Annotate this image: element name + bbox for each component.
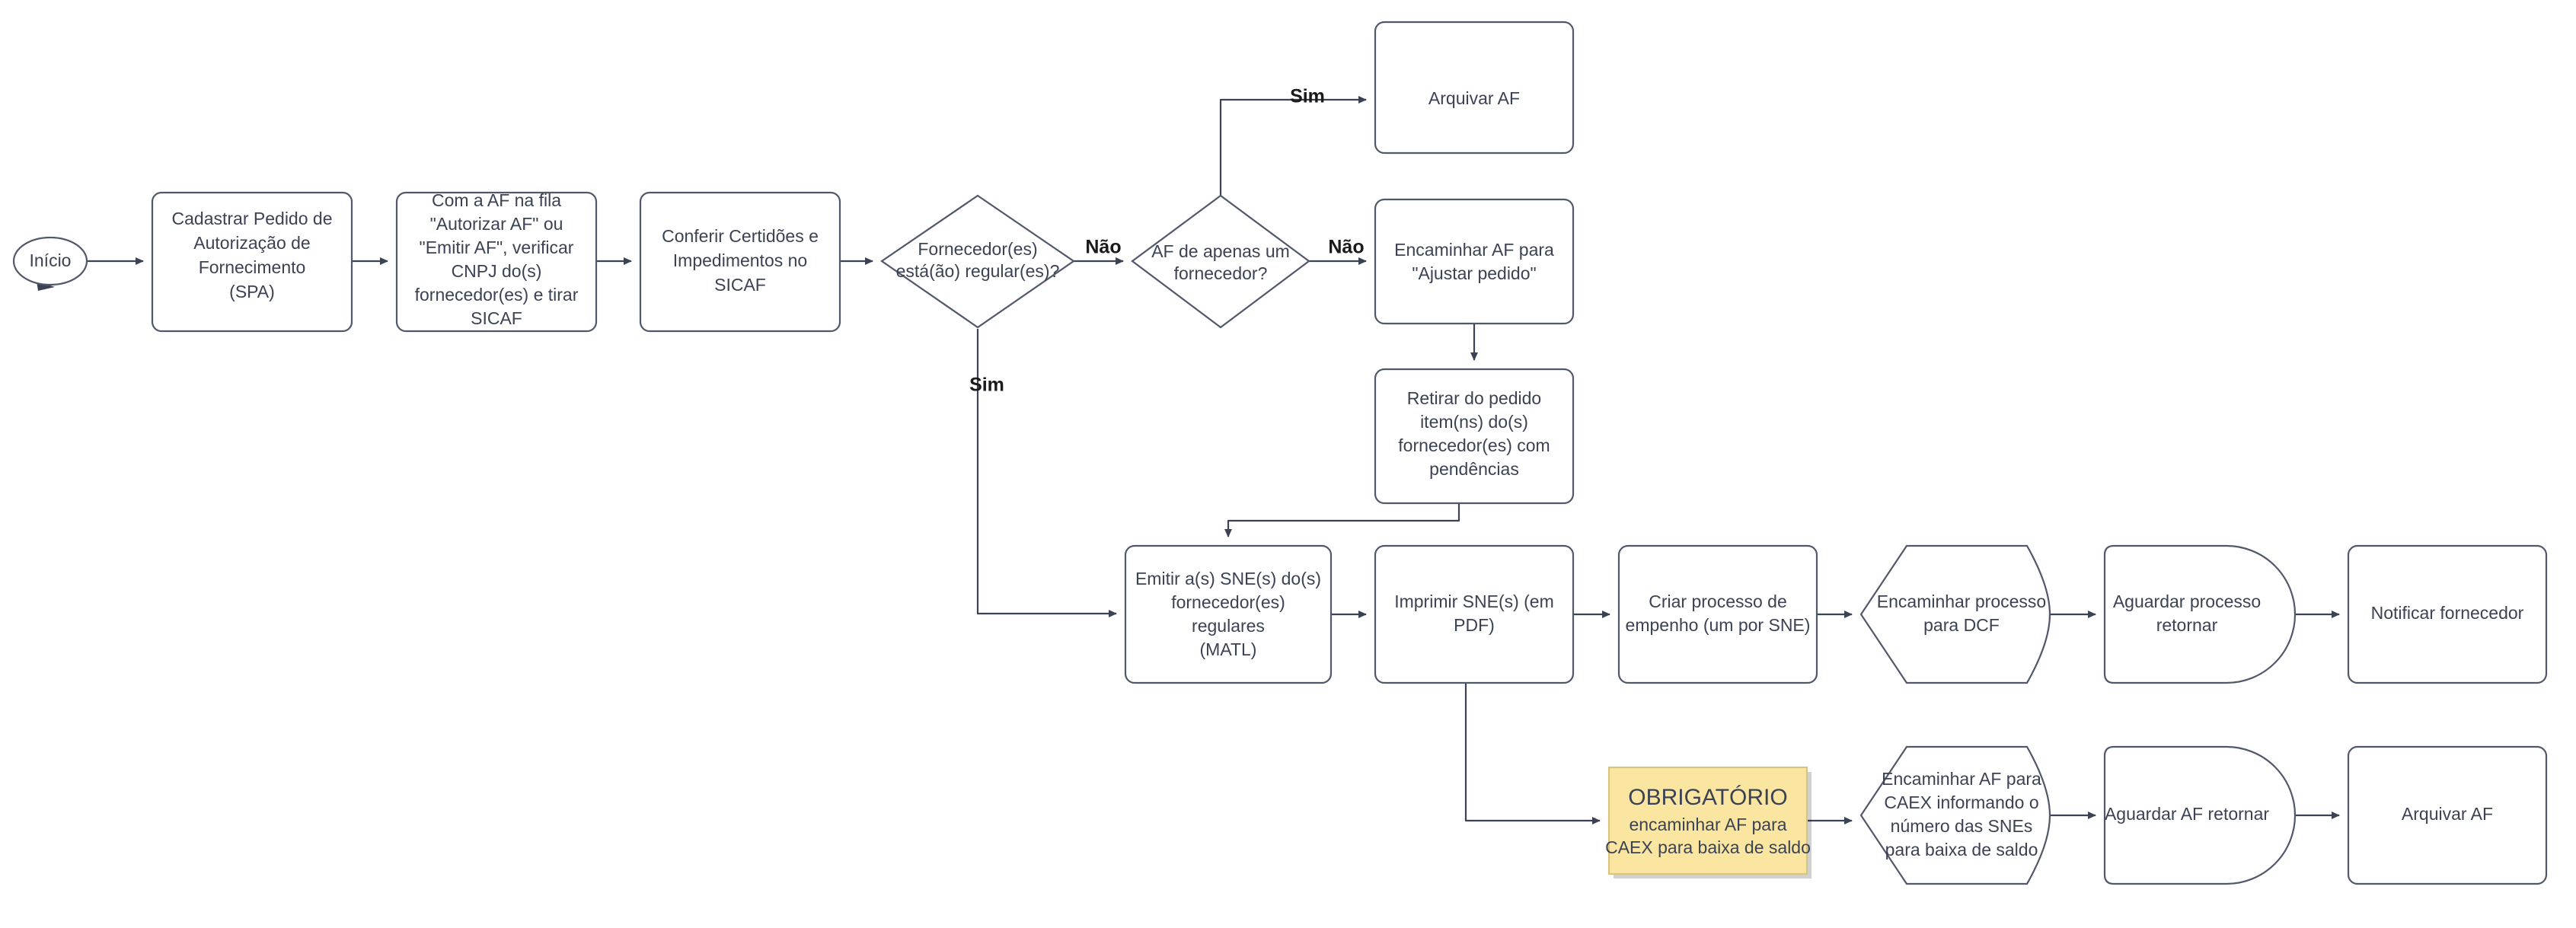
encaminhar-dcf-line-1: Encaminhar processo xyxy=(1877,592,2046,611)
node-notificar-fornecedor[interactable]: Notificar fornecedor xyxy=(2347,544,2548,684)
node-com-af-na-fila[interactable]: Com a AF na fila "Autorizar AF" ou "Emit… xyxy=(395,190,598,333)
edges-layer xyxy=(37,96,2340,824)
af-um-fornecedor-line-2: fornecedor? xyxy=(1174,263,1268,283)
aguardar-af-retornar-shape xyxy=(2103,745,2297,885)
node-arquivar-af-topo[interactable]: Arquivar AF xyxy=(1374,21,1575,155)
arquivar-af-topo-shape xyxy=(1374,21,1575,155)
encaminhar-caex-line-4: para baixa de saldo xyxy=(1885,840,2038,859)
obrigatorio-caex-shape xyxy=(1607,766,1808,875)
retirar-do-pedido-line-3: fornecedor(es) com xyxy=(1398,435,1550,455)
cadastrar-pedido-line-1: Cadastrar Pedido de xyxy=(172,209,333,228)
obrigatorio-caex-line-3: CAEX para baixa de saldo xyxy=(1605,837,1811,857)
com-af-na-fila-line-5: fornecedor(es) e tirar xyxy=(415,285,579,305)
retirar-do-pedido-shape xyxy=(1374,368,1575,505)
cadastrar-pedido-line-2: Autorização de xyxy=(193,233,310,253)
criar-processo-empenho-shape xyxy=(1617,544,1818,684)
com-af-na-fila-line-3: "Emitir AF", verificar xyxy=(420,238,574,257)
node-arquivar-af-base[interactable]: Arquivar AF xyxy=(2347,745,2548,885)
encaminhar-caex-line-3: número das SNEs xyxy=(1891,816,2033,836)
conferir-certidoes-shape xyxy=(639,191,841,333)
encaminhar-caex-shape xyxy=(1859,745,2051,885)
encaminhar-ajustar-pedido-line-2: "Ajustar pedido" xyxy=(1412,263,1536,283)
af-um-fornecedor-line-1: AF de apenas um xyxy=(1151,241,1290,261)
notificar-fornecedor-shape xyxy=(2347,544,2548,684)
criar-processo-empenho-line-2: empenho (um por SNE) xyxy=(1626,615,1811,635)
aguardar-processo-retornar-line-1: Aguardar processo xyxy=(2113,592,2261,611)
af-um-fornecedor-shape xyxy=(1131,194,1310,329)
encaminhar-caex-line-1: Encaminhar AF para xyxy=(1882,769,2041,789)
node-encaminhar-ajustar-pedido[interactable]: Encaminhar AF para "Ajustar pedido" xyxy=(1374,198,1575,325)
encaminhar-caex-line-2: CAEX informando o xyxy=(1884,792,2038,812)
node-inicio[interactable]: Início xyxy=(12,236,88,286)
fornecedor-regular-shape xyxy=(880,194,1075,329)
encaminhar-ajustar-pedido-line-1: Encaminhar AF para xyxy=(1394,240,1554,260)
retirar-do-pedido-line-1: Retirar do pedido xyxy=(1407,388,1541,408)
node-criar-processo-empenho[interactable]: Criar processo de empenho (um por SNE) xyxy=(1617,544,1818,684)
retirar-do-pedido-line-4: pendências xyxy=(1429,459,1519,479)
node-cadastrar-pedido[interactable]: Cadastrar Pedido de Autorização de Forne… xyxy=(151,191,353,333)
node-aguardar-processo-retornar[interactable]: Aguardar processo retornar xyxy=(2103,544,2297,684)
node-af-um-fornecedor[interactable]: AF de apenas um fornecedor? xyxy=(1131,194,1310,329)
obrigatorio-caex-line-2: encaminhar AF para xyxy=(1629,815,1786,834)
emitir-sne-line-4: (MATL) xyxy=(1200,639,1257,659)
cadastrar-pedido-line-3: Fornecimento xyxy=(199,257,306,277)
com-af-na-fila-line-4: CNPJ do(s) xyxy=(452,261,542,281)
encaminhar-dcf-shape xyxy=(1859,544,2051,684)
imprimir-sne-shape xyxy=(1374,544,1575,684)
arquivar-af-base-label: Arquivar AF xyxy=(2402,804,2493,824)
node-encaminhar-caex[interactable]: Encaminhar AF para CAEX informando o núm… xyxy=(1859,745,2051,885)
edge-imprimir-to-obrigatorio xyxy=(1464,683,1601,824)
cadastrar-pedido-shape xyxy=(151,191,353,333)
edge-label-sim-1: Sim xyxy=(969,375,1004,396)
node-fornecedor-regular[interactable]: Fornecedor(es) está(ão) regular(es)? xyxy=(880,194,1075,329)
notificar-fornecedor-label: Notificar fornecedor xyxy=(2371,603,2524,623)
node-aguardar-af-retornar[interactable]: Aguardar AF retornar xyxy=(2103,745,2297,885)
conferir-certidoes-line-1: Conferir Certidões e xyxy=(662,226,819,246)
com-af-na-fila-line-2: "Autorizar AF" ou xyxy=(430,214,563,234)
inicio-shape xyxy=(12,236,88,286)
encaminhar-dcf-line-2: para DCF xyxy=(1923,615,2000,635)
emitir-sne-line-1: Emitir a(s) SNE(s) do(s) xyxy=(1135,569,1321,588)
criar-processo-empenho-line-1: Criar processo de xyxy=(1649,592,1787,611)
edge-label-nao-2: Não xyxy=(1328,237,1364,258)
edge-decisao1-sim-emitir xyxy=(976,329,1117,617)
aguardar-af-retornar-label: Aguardar AF retornar xyxy=(2105,804,2269,824)
aguardar-processo-retornar-shape xyxy=(2103,544,2297,684)
edge-label-sim-2: Sim xyxy=(1290,86,1325,107)
com-af-na-fila-shape xyxy=(395,191,598,333)
arquivar-af-topo-label: Arquivar AF xyxy=(1428,88,1520,108)
imprimir-sne-line-1: Imprimir SNE(s) (em xyxy=(1394,592,1554,611)
imprimir-sne-line-2: PDF) xyxy=(1454,615,1495,635)
emitir-sne-line-3: regulares xyxy=(1192,616,1265,636)
aguardar-processo-retornar-line-2: retornar xyxy=(2156,615,2218,635)
com-af-na-fila-line-6: SICAF xyxy=(471,308,522,328)
fornecedor-regular-line-2: está(ão) regular(es)? xyxy=(896,261,1060,281)
cadastrar-pedido-line-4: (SPA) xyxy=(229,282,275,301)
edge-label-nao-1: Não xyxy=(1085,237,1121,258)
conferir-certidoes-line-3: SICAF xyxy=(714,275,766,295)
edge-retirar-to-emitir xyxy=(1224,503,1460,537)
node-conferir-certidoes[interactable]: Conferir Certidões e Impedimentos no SIC… xyxy=(639,191,841,333)
retirar-do-pedido-line-2: item(ns) do(s) xyxy=(1420,412,1528,432)
edge-labels-layer: Não Sim Não Sim xyxy=(969,86,1365,396)
node-encaminhar-dcf[interactable]: Encaminhar processo para DCF xyxy=(1859,544,2051,684)
node-obrigatorio-caex[interactable]: OBRIGATÓRIO encaminhar AF para CAEX para… xyxy=(1605,766,1811,879)
com-af-na-fila-line-1: Com a AF na fila xyxy=(432,190,561,210)
encaminhar-ajustar-pedido-shape xyxy=(1374,198,1575,325)
inicio-label: Início xyxy=(30,250,72,270)
edge-decisao2-sim-arquivar xyxy=(1219,96,1367,196)
conferir-certidoes-line-2: Impedimentos no xyxy=(673,250,807,270)
arquivar-af-base-shape xyxy=(2347,745,2548,885)
obrigatorio-caex-line-1: OBRIGATÓRIO xyxy=(1628,785,1787,810)
emitir-sne-line-2: fornecedor(es) xyxy=(1171,592,1285,612)
node-retirar-do-pedido[interactable]: Retirar do pedido item(ns) do(s) fornece… xyxy=(1374,368,1575,505)
node-emitir-sne[interactable]: Emitir a(s) SNE(s) do(s) fornecedor(es) … xyxy=(1124,544,1333,684)
fornecedor-regular-line-1: Fornecedor(es) xyxy=(918,239,1037,259)
node-imprimir-sne[interactable]: Imprimir SNE(s) (em PDF) xyxy=(1374,544,1575,684)
emitir-sne-shape xyxy=(1124,544,1333,684)
